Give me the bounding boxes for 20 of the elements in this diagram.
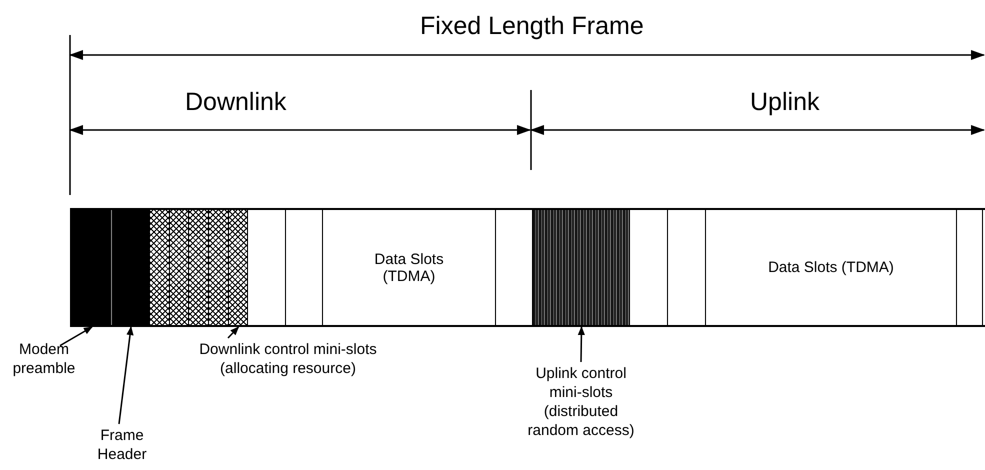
frame-bar (70, 208, 985, 327)
control-slot (72, 210, 112, 325)
leader-arrow (227, 326, 240, 339)
callout-text: Downlink control mini-slots (allocating resource) (188, 340, 388, 378)
control-slot (112, 210, 150, 325)
dimension-label: Uplink (750, 88, 820, 117)
callout-text: Uplink control mini-slots (distributed random access) (522, 364, 640, 440)
leader-arrow (118, 326, 134, 424)
control-slot (170, 210, 189, 325)
leader-arrow (60, 326, 93, 346)
control-slot (229, 210, 248, 325)
dimension-label: Fixed Length Frame (420, 12, 644, 41)
leader-arrow (578, 326, 585, 362)
control-slot (533, 210, 630, 325)
control-slot (150, 210, 170, 325)
callout-text: Modem preamble (12, 340, 76, 378)
control-slot (189, 210, 209, 325)
dimension-label: Downlink (185, 88, 286, 117)
control-slot (209, 210, 229, 325)
callout-text: Frame Header (92, 426, 152, 464)
